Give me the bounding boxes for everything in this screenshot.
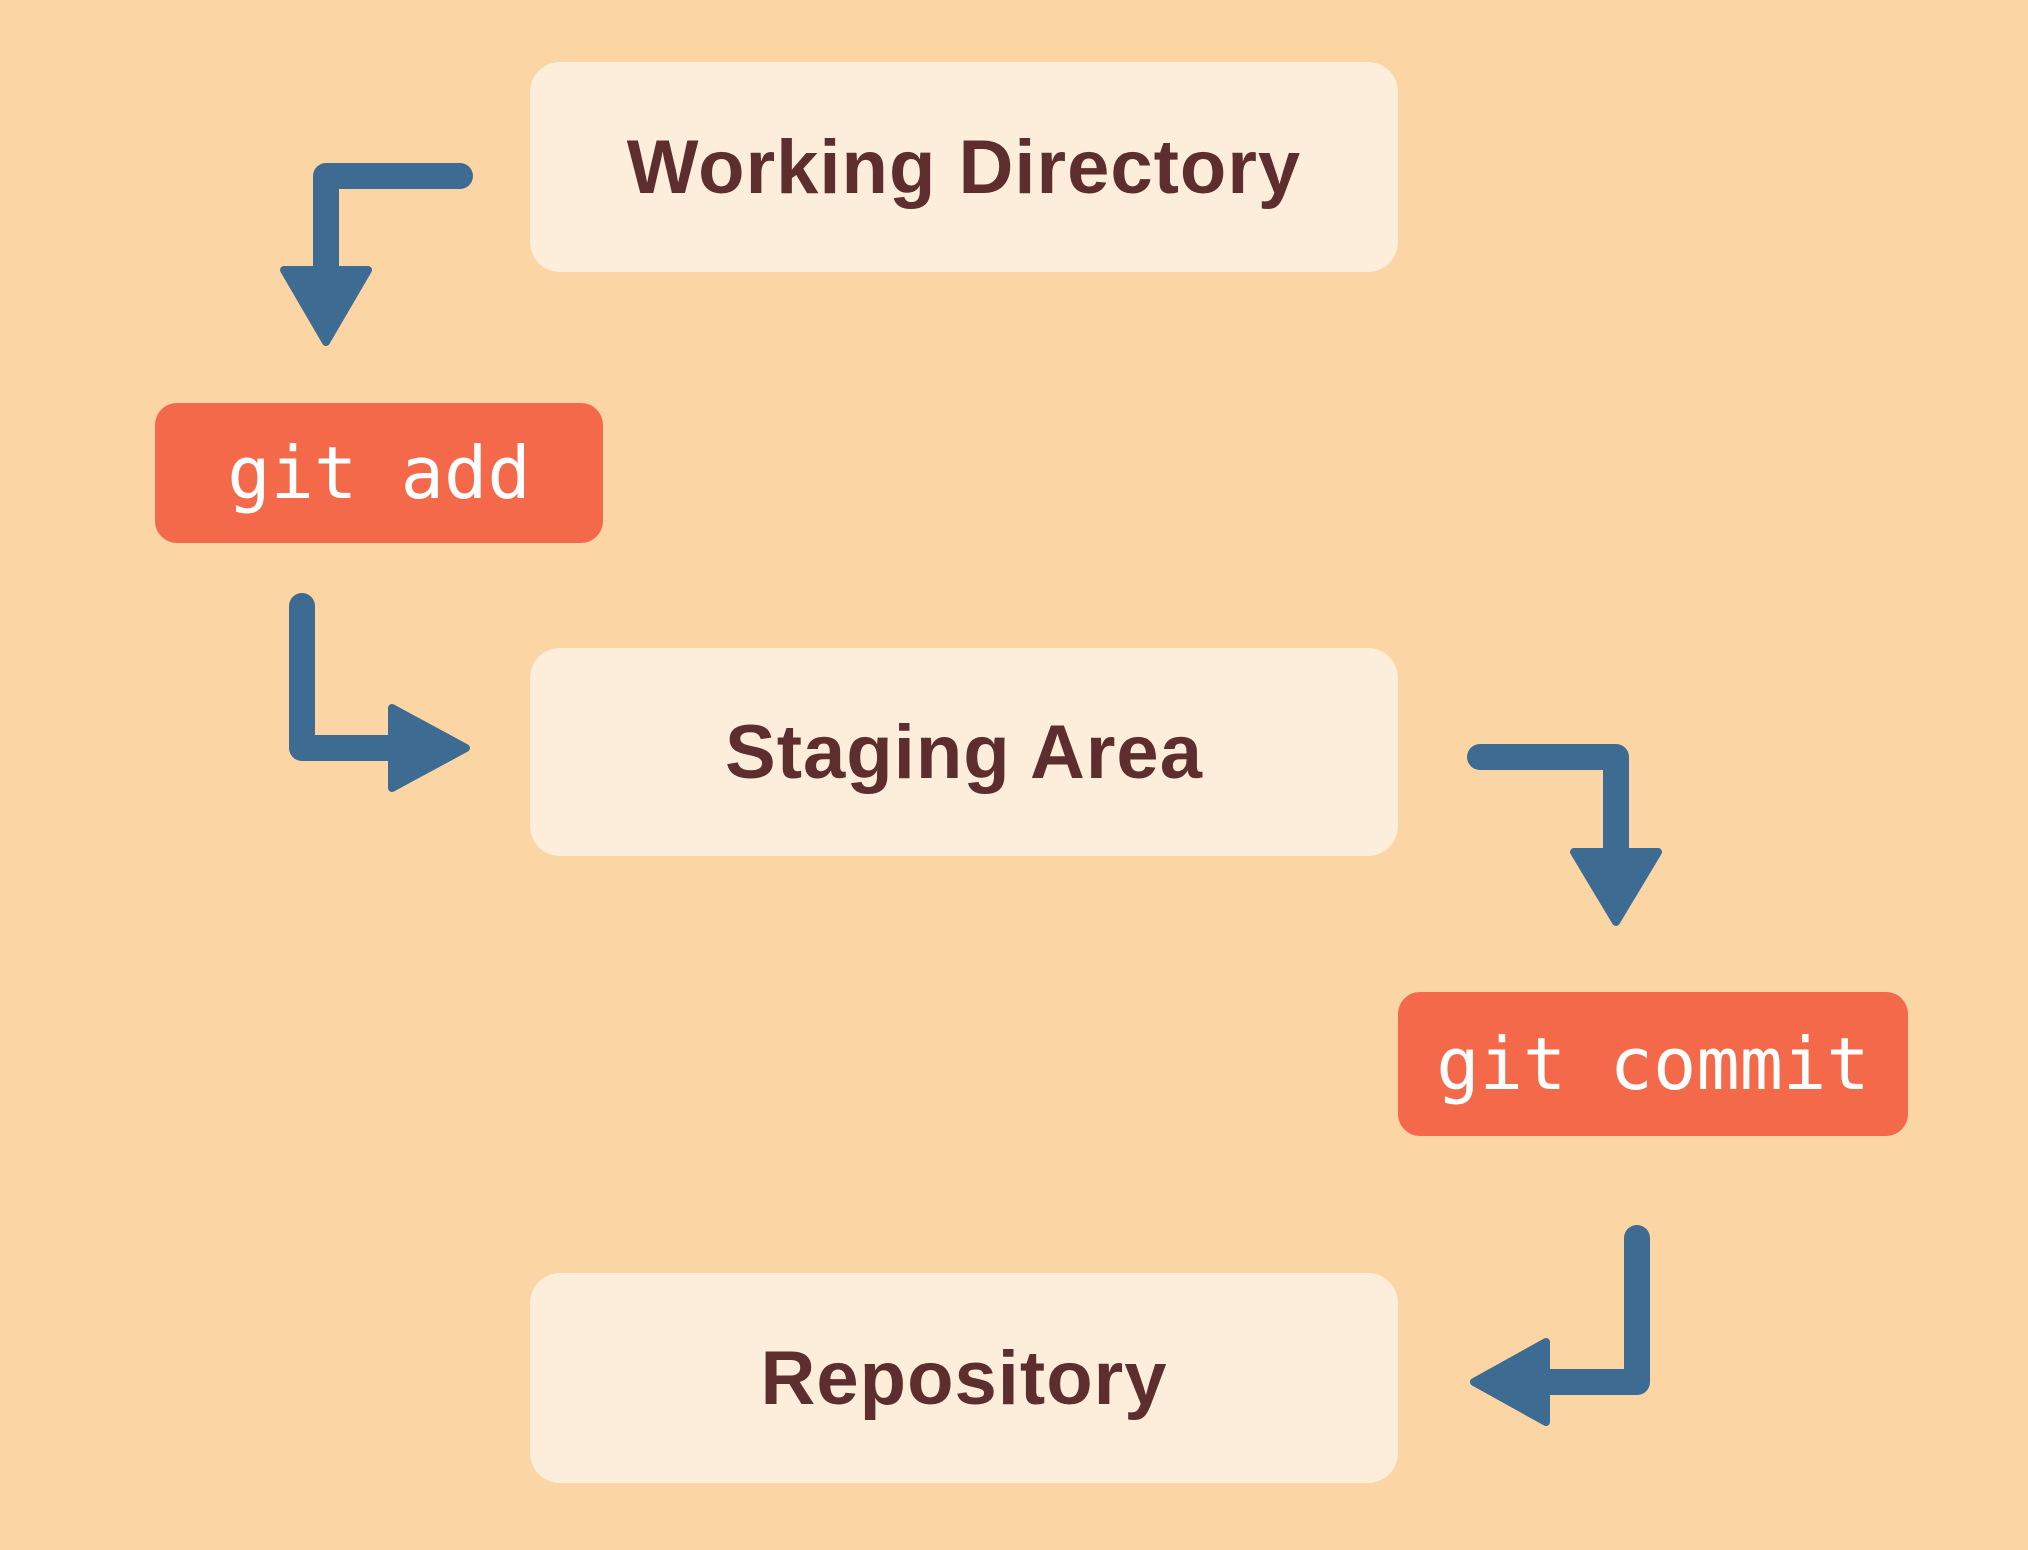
node-git-add: git add	[155, 403, 603, 543]
node-working-directory: Working Directory	[530, 62, 1398, 272]
node-staging-area: Staging Area	[530, 648, 1398, 856]
node-git-commit-label: git commit	[1436, 1022, 1870, 1106]
node-repository: Repository	[530, 1273, 1398, 1483]
arrow-staging-area-to-git-commit-icon	[1467, 744, 1662, 926]
node-working-directory-label: Working Directory	[626, 124, 1302, 210]
node-staging-area-label: Staging Area	[725, 709, 1203, 795]
arrow-working-directory-to-git-add-icon	[280, 163, 473, 346]
node-git-commit: git commit	[1398, 992, 1908, 1136]
arrow-git-add-to-staging-area-icon	[289, 593, 470, 792]
node-git-add-label: git add	[227, 431, 531, 515]
arrow-git-commit-to-repository-icon	[1470, 1225, 1650, 1426]
node-repository-label: Repository	[760, 1335, 1168, 1421]
